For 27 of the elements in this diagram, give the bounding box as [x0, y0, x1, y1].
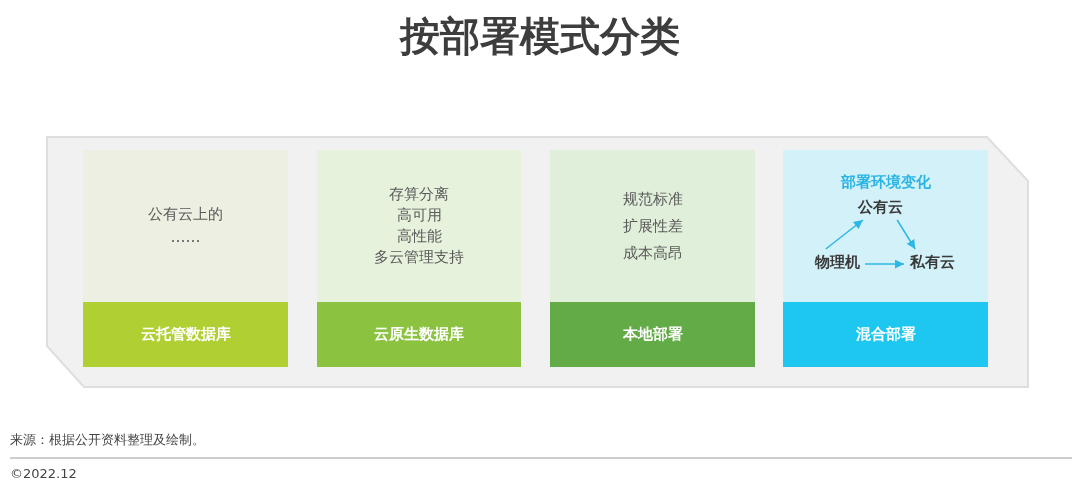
source-note: 来源：根据公开资料整理及绘制。 — [10, 432, 205, 448]
list-item: 成本高昂 — [622, 242, 683, 264]
list-item: 扩展性差 — [622, 215, 683, 237]
card-panel — [83, 150, 288, 302]
node-label: 私有云 — [904, 249, 960, 275]
list-item: 高性能 — [396, 226, 442, 247]
arrow — [896, 219, 916, 250]
list-item: 公有云上的 — [148, 204, 223, 225]
category-band: 混合部署 — [783, 302, 988, 367]
card-panel — [550, 150, 755, 302]
list-item: …… — [170, 227, 201, 248]
category-band: 云原生数据库 — [317, 302, 521, 367]
list-item: 多云管理支持 — [374, 247, 464, 268]
node-label: 物理机 — [809, 249, 865, 275]
list-item: 存算分离 — [389, 184, 449, 205]
card-panel — [783, 150, 988, 302]
section-heading: 部署环境变化 — [840, 172, 931, 192]
arrow — [864, 259, 905, 269]
category-band: 云托管数据库 — [83, 302, 288, 367]
copyright-text: ©2022.12 — [10, 466, 77, 482]
card-panel — [317, 150, 521, 302]
list-item: 规范标准 — [622, 188, 683, 210]
page-title: 按部署模式分类 — [400, 12, 680, 61]
list-item: 高可用 — [396, 205, 442, 226]
category-band: 本地部署 — [550, 302, 755, 367]
node-label: 公有云 — [854, 194, 906, 220]
arrow — [825, 219, 864, 250]
